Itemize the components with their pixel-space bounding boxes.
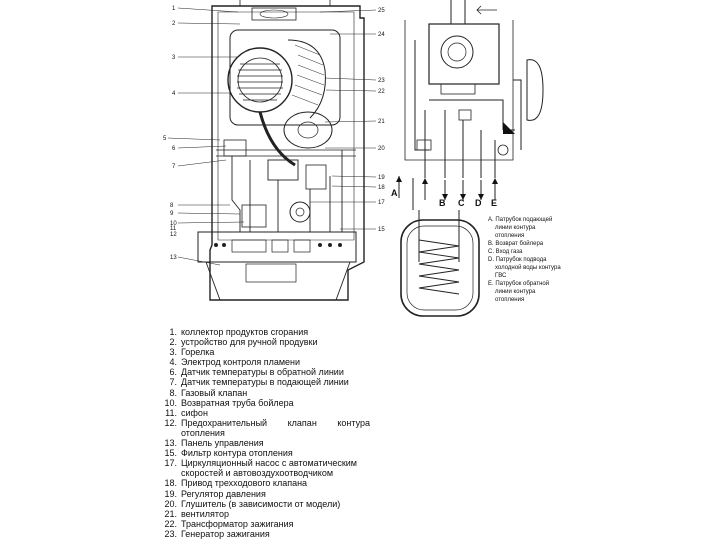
parts-list: 1.коллектор продуктов сгорания 2.устройс…	[160, 327, 370, 539]
list-item: 7.Датчик температуры в подающей линии	[169, 377, 349, 388]
callout-23: 23	[378, 78, 385, 84]
pipe-label-c: C	[458, 198, 465, 208]
hydraulic-scheme-drawing: A B C D E	[391, 0, 544, 317]
callout-12: 12	[170, 232, 177, 238]
pipe-label-d: D	[475, 198, 482, 208]
connection-item-e: Е. Патрубок обратной линии контура отопл…	[488, 281, 550, 303]
callout-6: 6	[172, 146, 176, 152]
connection-item-c: С. Вход газа	[488, 249, 523, 255]
callout-8: 8	[170, 203, 174, 209]
list-item: 3.Горелка	[169, 347, 215, 358]
callout-5: 5	[163, 136, 167, 142]
callout-17: 17	[378, 200, 385, 206]
list-item: 22.Трансформатор зажигания	[164, 518, 294, 529]
pipe-label-a: A	[391, 188, 398, 198]
connection-item-d: D. Патрубок подвода холодной воды контур…	[488, 257, 561, 279]
list-item: 11.сифон	[165, 407, 208, 418]
callout-13: 13	[170, 255, 177, 261]
list-item: 2.устройство для ручной продувки	[169, 337, 318, 348]
callout-11: 11	[170, 226, 177, 232]
list-item: 1.коллектор продуктов сгорания	[169, 327, 309, 337]
list-item: 8.Газовый клапан	[169, 387, 248, 398]
boiler-cutaway-drawing: 1 2 3 4 5 6 7 8 9 10 11 12 13 15 17 18 1…	[163, 0, 385, 301]
callout-3: 3	[172, 55, 176, 61]
callout-19: 19	[378, 175, 385, 181]
list-item: 18.Привод трехходового клапана	[164, 478, 308, 489]
callout-24: 24	[378, 32, 385, 38]
connection-item-b: В. Возврат бойлера	[488, 241, 544, 247]
callout-22: 22	[378, 89, 385, 95]
callout-9: 9	[170, 211, 174, 217]
list-item: 17.Циркуляционный насос с автоматическим	[164, 458, 357, 469]
list-item: 19.Регулятор давления	[164, 488, 266, 499]
callout-21: 21	[378, 119, 385, 125]
callout-4: 4	[172, 91, 176, 97]
callout-7: 7	[172, 164, 176, 170]
pipe-label-b: B	[439, 198, 446, 208]
connection-item-a: А. Патрубок подающей линии контура отопл…	[488, 217, 553, 239]
list-item: 13.Панель управления	[164, 438, 264, 449]
list-item: 4.Электрод контроля пламени	[169, 357, 301, 368]
callout-20: 20	[378, 146, 385, 152]
callout-18: 18	[378, 185, 385, 191]
list-item: 15.Фильтр контура отопления	[164, 448, 293, 459]
list-item: 10.Возвратная труба бойлера	[164, 397, 294, 408]
list-item: 6.Датчик температуры в обратной линии	[169, 367, 344, 378]
callout-1: 1	[172, 6, 176, 12]
callout-2: 2	[172, 21, 176, 27]
list-item: 21.вентилятор	[164, 508, 229, 519]
list-item: 23.Генератор зажигания	[164, 528, 270, 539]
callout-15: 15	[378, 227, 385, 233]
pipe-label-e: E	[491, 198, 497, 208]
callout-10: 10	[170, 221, 177, 227]
callout-25: 25	[378, 8, 385, 14]
list-item: 20.Глушитель (в зависимости от модели)	[164, 498, 341, 509]
connection-legend: А. Патрубок подающей линии контура отопл…	[488, 216, 588, 304]
